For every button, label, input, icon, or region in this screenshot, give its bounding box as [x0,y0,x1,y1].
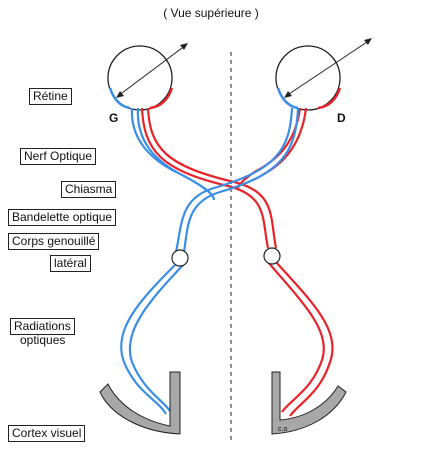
left-retina-blue [108,87,131,110]
label-corps-genouille: Corps genouillé [8,233,100,250]
blue-pathway [120,107,300,415]
label-optiques: optiques [20,333,66,347]
label-bandelette-optique: Bandelette optique [8,209,117,226]
left-eye [107,45,173,111]
label-cortex-visuel: Cortex visuel [8,425,86,442]
left-lateral-geniculate [171,249,189,267]
red-pathway [140,107,334,417]
label-chiasma: Chiasma [61,181,117,198]
cortex-marker: c.o [278,426,287,433]
label-lateral: latéral [50,255,91,272]
left-arrowhead-bottom [116,91,124,98]
right-eye-label: D [337,111,346,125]
left-eye-label: G [109,111,119,125]
right-arrowhead-bottom [284,91,292,98]
right-arrowhead-top [364,38,372,45]
left-eye-axis-arrow [117,44,187,97]
label-retine: Rétine [29,88,72,105]
right-retina-blue [276,87,299,110]
label-radiations: Radiations [10,318,75,335]
diagram-title: ( Vue supérieure ) [163,6,259,20]
left-visual-cortex [99,371,181,435]
left-retina-red [149,87,174,110]
right-lateral-geniculate [263,247,281,265]
right-visual-cortex [271,371,347,435]
left-arrowhead-top [180,43,188,50]
right-eye-axis-arrow [285,39,371,97]
label-nerf-optique: Nerf Optique [20,148,97,165]
right-eye [275,45,341,111]
right-retina-red [317,87,342,110]
